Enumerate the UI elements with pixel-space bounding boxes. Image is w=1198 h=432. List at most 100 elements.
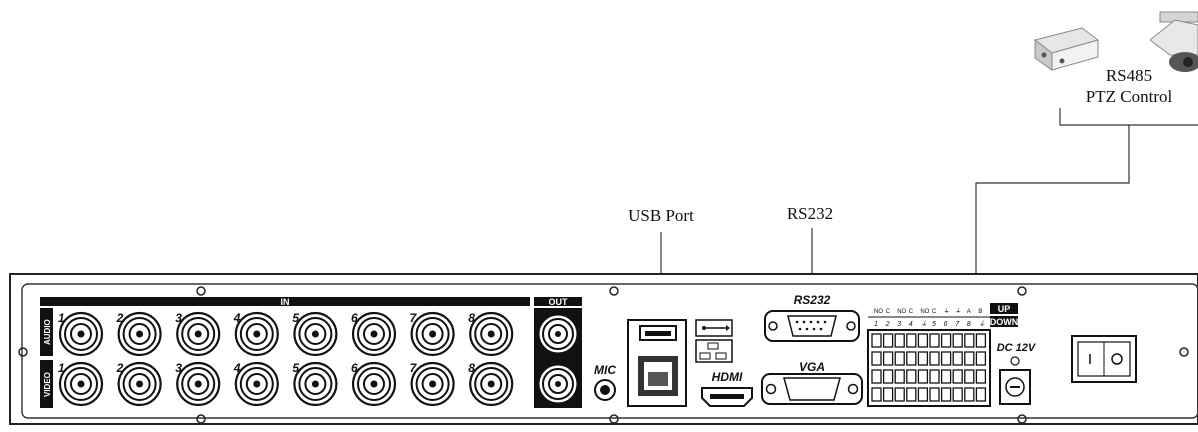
terminal-number-label: 8 <box>967 321 971 328</box>
audio-channel-number: 6 <box>351 311 358 325</box>
terminal-cell[interactable] <box>940 387 952 402</box>
terminal-cell[interactable] <box>964 387 975 402</box>
terminal-cell[interactable] <box>882 351 894 366</box>
terminal-cell[interactable] <box>975 369 987 384</box>
terminal-cell[interactable] <box>929 351 940 366</box>
out-label: OUT <box>549 297 569 307</box>
audio-input-connector-5[interactable] <box>293 311 338 357</box>
terminal-cell[interactable] <box>894 369 905 384</box>
terminal-cell[interactable] <box>871 333 882 348</box>
usb-port[interactable] <box>639 325 677 341</box>
in-label: IN <box>281 297 290 307</box>
audio-output-connector[interactable] <box>539 315 577 353</box>
terminal-cell[interactable] <box>975 351 987 366</box>
video-input-connector-8[interactable] <box>469 361 514 407</box>
terminal-number-label: ⏚ <box>920 320 927 328</box>
usb-icon <box>695 319 733 337</box>
hdmi-label: HDMI <box>712 370 743 384</box>
terminal-cell[interactable] <box>964 351 975 366</box>
terminal-cell[interactable] <box>894 351 905 366</box>
audio-input-connector-3[interactable] <box>176 311 221 357</box>
video-input-connector-6[interactable] <box>351 361 397 407</box>
audio-channel-number: 4 <box>233 311 241 325</box>
rs232-port[interactable] <box>764 310 860 342</box>
terminal-cell[interactable] <box>929 387 940 402</box>
terminal-cell[interactable] <box>952 351 963 366</box>
terminal-cell[interactable] <box>894 387 905 402</box>
terminal-cell[interactable] <box>940 369 952 384</box>
ptz-decoder-icon <box>1033 27 1100 71</box>
terminal-cell[interactable] <box>952 333 963 348</box>
audio-input-connector-2[interactable] <box>117 311 162 357</box>
terminal-cell[interactable] <box>929 369 940 384</box>
power-switch-icon[interactable] <box>1071 335 1137 383</box>
terminal-cell[interactable] <box>929 333 940 348</box>
video-output-connector[interactable] <box>539 365 577 403</box>
terminal-cell[interactable] <box>882 387 894 402</box>
up-label: UP <box>998 304 1011 314</box>
terminal-cell[interactable] <box>917 333 929 348</box>
audio-input-connector-6[interactable] <box>351 311 397 357</box>
terminal-cell[interactable] <box>871 369 882 384</box>
video-input-connector-3[interactable] <box>176 361 221 407</box>
video-channel-number: 5 <box>292 361 299 375</box>
video-input-connector-1[interactable] <box>58 361 104 407</box>
terminal-cell[interactable] <box>940 351 952 366</box>
terminal-cell[interactable] <box>952 387 963 402</box>
terminal-cell[interactable] <box>952 369 963 384</box>
terminal-cell[interactable] <box>975 333 987 348</box>
out-bar <box>534 297 582 306</box>
video-input-connector-7[interactable] <box>410 361 455 407</box>
ethernet-port[interactable] <box>638 356 678 396</box>
terminal-cell[interactable] <box>894 333 905 348</box>
video-input-connector-4[interactable] <box>234 361 279 407</box>
terminal-number-label: 7 <box>955 321 960 328</box>
video-label: VIDEO <box>43 372 52 397</box>
audio-label: AUDIO <box>43 319 52 345</box>
terminal-cell[interactable] <box>964 369 975 384</box>
audio-input-connector-1[interactable] <box>58 311 104 357</box>
video-input-connector-5[interactable] <box>293 361 338 407</box>
terminal-number-label: 4 <box>909 321 913 328</box>
terminal-cell[interactable] <box>906 333 917 348</box>
terminal-cell[interactable] <box>940 333 952 348</box>
terminal-cell[interactable] <box>917 387 929 402</box>
audio-input-connector-8[interactable] <box>469 311 514 357</box>
terminal-cell[interactable] <box>871 351 882 366</box>
terminal-cell[interactable] <box>871 387 882 402</box>
audio-input-connector-4[interactable] <box>234 311 279 357</box>
video-channel-number: 3 <box>175 361 182 375</box>
terminal-cell[interactable] <box>906 351 917 366</box>
audio-channel-number: 5 <box>292 311 299 325</box>
terminal-top-label: NO <box>920 309 929 315</box>
terminal-top-label: NO <box>897 309 906 315</box>
video-input-row <box>58 361 514 407</box>
terminal-cell[interactable] <box>882 333 894 348</box>
ptz-control-label: PTZ Control <box>1086 87 1173 106</box>
video-input-connector-2[interactable] <box>117 361 162 407</box>
terminal-cell[interactable] <box>917 369 929 384</box>
terminal-cell[interactable] <box>964 333 975 348</box>
audio-channel-number: 3 <box>175 311 182 325</box>
dc-power-jack[interactable] <box>999 356 1031 405</box>
video-channel-number: 6 <box>351 361 358 375</box>
rs232-panel-label: RS232 <box>794 293 831 307</box>
terminal-cell[interactable] <box>906 369 917 384</box>
terminal-top-label: C <box>909 309 914 315</box>
rs485-label: RS485 <box>1106 66 1152 85</box>
audio-input-connector-7[interactable] <box>410 311 455 357</box>
terminal-top-label: A <box>967 309 971 315</box>
terminal-cell[interactable] <box>917 351 929 366</box>
terminal-cell[interactable] <box>906 387 917 402</box>
video-channel-number: 2 <box>116 361 124 375</box>
terminal-number-label: 5 <box>932 321 936 328</box>
vga-port[interactable] <box>761 373 863 405</box>
terminal-number-label: 1 <box>874 321 878 328</box>
audio-channel-number: 2 <box>116 311 124 325</box>
mic-jack[interactable] <box>594 379 616 401</box>
terminal-cell[interactable] <box>882 369 894 384</box>
hdmi-port[interactable] <box>701 387 753 407</box>
terminal-cell[interactable] <box>975 387 987 402</box>
